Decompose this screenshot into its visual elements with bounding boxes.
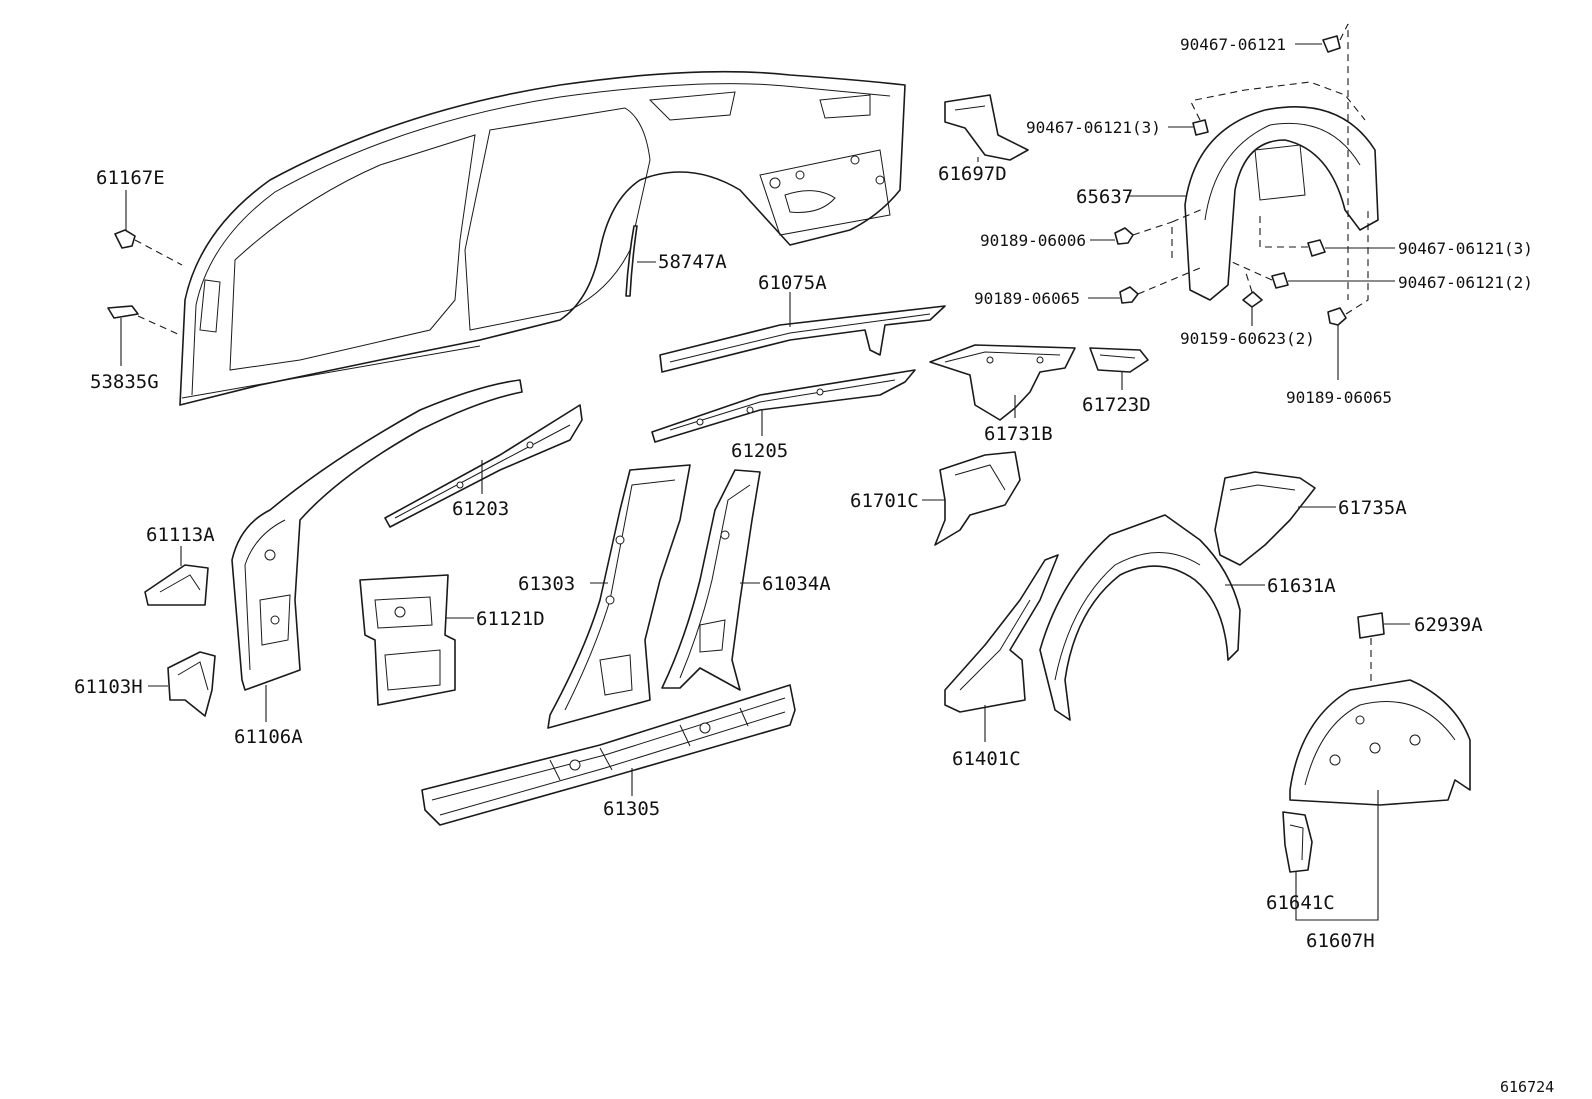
label-61113A: 61113A (146, 524, 215, 546)
fastener-clip-60623 (1242, 269, 1263, 326)
label-61303: 61303 (518, 573, 575, 595)
part-61121D-reinforcement (359, 574, 474, 706)
part-61203-rail-front (384, 404, 583, 528)
part-61113A-bracket (144, 546, 209, 606)
label-61735A: 61735A (1338, 497, 1407, 519)
label-61205: 61205 (731, 440, 788, 462)
part-61103H-bracket (148, 651, 216, 717)
part-61075A-rail (659, 292, 946, 373)
label-90467-06121-top: 90467-06121 (1180, 35, 1286, 54)
part-62939A-pad (1357, 612, 1410, 690)
label-61167E: 61167E (96, 167, 165, 189)
label-61103H: 61103H (74, 676, 143, 698)
label-61701C: 61701C (850, 490, 919, 512)
label-61607H: 61607H (1306, 930, 1375, 952)
part-61701C-extension (922, 451, 1021, 546)
label-53835G: 53835G (90, 371, 159, 393)
label-61106A: 61106A (234, 726, 303, 748)
label-65637: 65637 (1076, 186, 1133, 208)
label-61305: 61305 (603, 798, 660, 820)
label-62939A: 62939A (1414, 614, 1483, 636)
part-61723D-bracket (1089, 347, 1149, 390)
label-61731B: 61731B (984, 423, 1053, 445)
part-61401C-extension (944, 554, 1059, 742)
fastener-clip-06065-b (1327, 210, 1369, 380)
label-61203: 61203 (452, 498, 509, 520)
side-panel-outer (179, 70, 906, 406)
label-90189-06065-b: 90189-06065 (1286, 388, 1392, 407)
part-65637-liner (1127, 81, 1379, 301)
part-61641C-brace (1282, 790, 1379, 921)
label-61641C: 61641C (1266, 892, 1335, 914)
part-61735A-gusset (1214, 471, 1336, 566)
label-90467-06121-2: 90467-06121(2) (1398, 273, 1533, 292)
part-61697D-gusset (944, 94, 1029, 162)
part-61303-b-pillar (547, 464, 691, 729)
part-58747A-strip (625, 225, 656, 297)
part-61631A-wheelhouse-outer (1039, 514, 1265, 721)
label-61723D: 61723D (1082, 394, 1151, 416)
label-90159-60623-2: 90159-60623(2) (1180, 329, 1315, 348)
fastener-nut-3b (1259, 215, 1395, 257)
label-61631A: 61631A (1267, 575, 1336, 597)
part-61731B-panel (929, 344, 1076, 421)
part-61205-rail-inner (651, 369, 916, 443)
label-90467-06121-3b: 90467-06121(3) (1398, 239, 1533, 258)
part-53835G-bracket (107, 305, 181, 366)
part-61034A-b-pillar-inner (661, 469, 761, 691)
fastener-clip-06065-a (1088, 267, 1201, 304)
label-90189-06065-a: 90189-06065 (974, 289, 1080, 308)
part-61305-rocker (421, 684, 796, 826)
part-61167E-clip (114, 190, 183, 266)
fastener-nut-top (1295, 23, 1349, 300)
fastener-nut-3a (1168, 99, 1209, 136)
label-90467-06121-3a: 90467-06121(3) (1026, 118, 1161, 137)
part-61106A-a-pillar (231, 379, 523, 722)
diagram-reference-number: 616724 (1500, 1078, 1554, 1096)
part-61607H-wheelhouse-inner (1289, 679, 1471, 806)
label-90189-06006: 90189-06006 (980, 231, 1086, 250)
fastener-clip-06006 (1090, 221, 1173, 245)
label-61034A: 61034A (762, 573, 831, 595)
label-61121D: 61121D (476, 608, 545, 630)
label-61401C: 61401C (952, 748, 1021, 770)
label-61075A: 61075A (758, 272, 827, 294)
fastener-nut-2 (1231, 261, 1395, 289)
label-58747A: 58747A (658, 251, 727, 273)
label-61697D: 61697D (938, 163, 1007, 185)
